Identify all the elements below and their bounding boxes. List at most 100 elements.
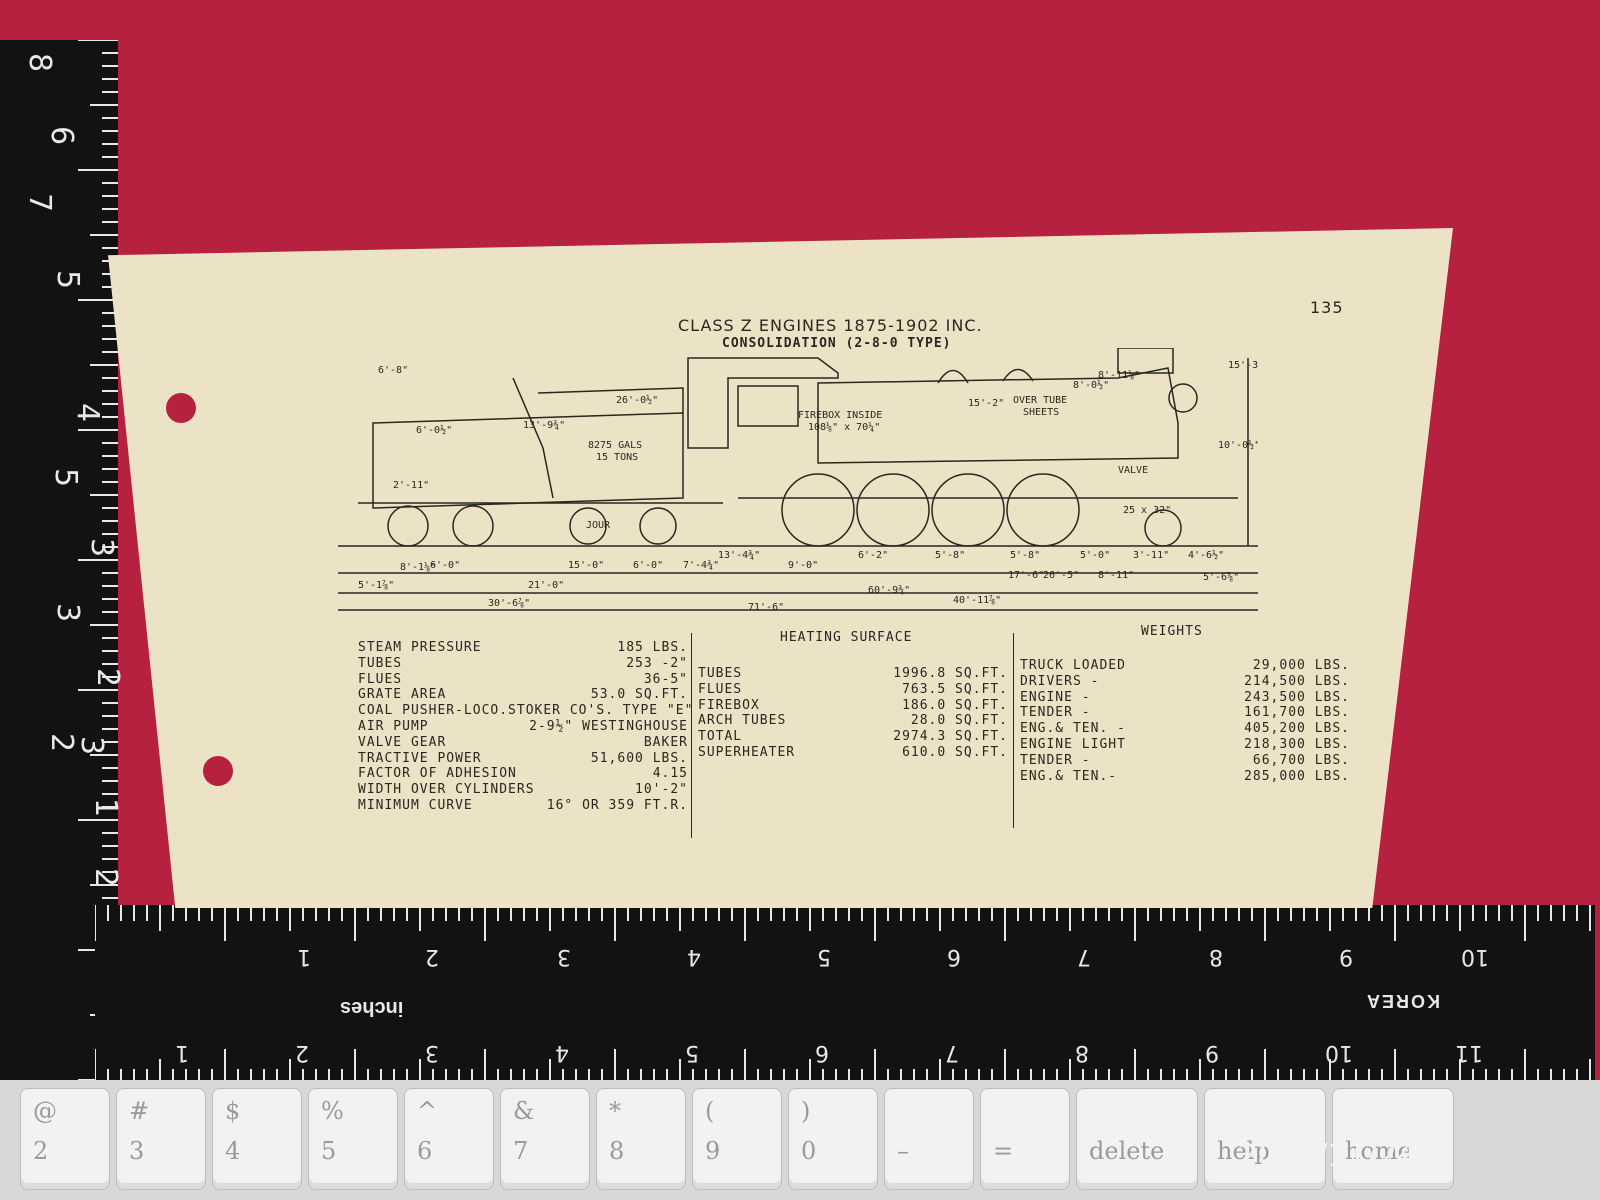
key-bottom-label: 8 [609,1137,625,1165]
tender-coal-label: 15 TONS [596,452,638,463]
dimension-label: 13'-9¾" [523,419,565,431]
keyboard-key[interactable]: ^6 [404,1088,494,1190]
journal-label: JOUR [586,520,611,531]
keyboard-key[interactable]: delete [1076,1088,1198,1190]
dimension-label: 8'-1⅛" [400,561,436,573]
ruler-number: 1 [175,1040,189,1065]
key-top-label: & [513,1097,535,1125]
ruler-number: 7 [945,1040,959,1065]
dimension-label: 40'-11⅞" [953,594,1001,606]
spec-value: 2-9½" WESTINGHOUSE [529,719,688,734]
over-tube-label: OVER TUBE [1013,395,1067,406]
heating-value: 28.0 SQ.FT. [910,713,1008,729]
ruler-bottom-scale: 1 2 3 4 5 6 7 8 9 10 11 [95,1036,1595,1076]
spec-row: WIDTH OVER CYLINDERS 10'-2" [358,782,688,798]
steam-dome [937,369,969,384]
key-bottom-label: = [993,1137,1014,1165]
spec-label: WIDTH OVER CYLINDERS [358,782,535,798]
ruler-number: 2 [90,667,126,688]
keyboard-key[interactable]: @2 [20,1088,110,1190]
smokestack [1117,348,1174,374]
ruler-number: 6 [947,944,961,969]
firebox-dims: 108⅛" x 70¼" [808,421,880,433]
key-bottom-label: help [1217,1137,1270,1165]
ruler-number: 10 [1325,1040,1353,1065]
spec-value: 253 -2" [626,655,688,671]
keyboard-key[interactable]: &7 [500,1088,590,1190]
weight-row: DRIVERS -214,500 LBS. [1020,674,1350,690]
dimension-label: 26'-5" [1043,570,1079,581]
weight-label: ENGINE - [1020,689,1091,705]
ruler-number: 3 [74,735,110,756]
dimension-label: 6'-0½" [416,424,452,436]
weight-value: 66,700 LBS. [1252,752,1350,768]
wheel [639,507,677,545]
spec-row: COAL PUSHER-LOCO.STOKER CO'S. TYPE "E" [358,703,692,719]
heating-surface-heading: HEATING SURFACE [780,630,913,645]
spec-label: MINIMUM CURVE [358,798,473,813]
ruler-number: 5 [50,269,86,290]
spec-value: 10'-2" [635,782,688,798]
spec-value: 185 LBS. [617,640,688,655]
dimension-label: 8'-11" [1098,570,1134,581]
keyboard-key[interactable]: home [1332,1088,1454,1190]
ruler-number: 4 [687,944,701,969]
weight-value: 405,200 LBS. [1244,721,1350,737]
key-top-label: ^ [417,1097,438,1125]
key-bottom-label: – [897,1137,909,1165]
ruler-number: 9 [1205,1040,1219,1065]
dimension-label: 6'-0" [430,560,460,571]
ruler-number: 9 [1339,944,1353,969]
keyboard-key[interactable]: (9 [692,1088,782,1190]
weight-label: TENDER - [1020,752,1091,768]
page-number: 135 [1310,298,1344,317]
firebox-label: FIREBOX INSIDE [798,410,882,421]
spec-label: FLUES [358,671,403,687]
keyboard-key[interactable]: %5 [308,1088,398,1190]
wheel [856,473,930,547]
card-title: CLASS Z ENGINES 1875-1902 INC. [678,316,983,335]
keyboard-key[interactable]: help [1204,1088,1326,1190]
ruler-number: 3 [557,944,571,969]
dimension-label: 5'-0" [1080,550,1110,561]
dimension-label: 5'-6⅝" [1203,571,1239,583]
keyboard-key[interactable]: $4 [212,1088,302,1190]
keyboard-key[interactable]: = [980,1088,1070,1190]
weight-row: TENDER -161,700 LBS. [1020,705,1350,721]
key-bottom-label: 2 [33,1137,49,1165]
ruler-number: 3 [84,537,120,558]
key-bottom-label: 9 [705,1137,721,1165]
dimension-label: 6'-2" [858,550,888,561]
sheets-label: SHEETS [1023,407,1059,418]
dimension-label: 5'-8" [1010,550,1040,561]
tube-length: 15'-2" [968,398,1004,409]
weight-value: 214,500 LBS. [1244,673,1350,689]
ruler-brand-label: KOREA [1365,991,1441,1011]
tender-capacity-label: 8275 GALS [588,440,642,451]
spec-value: 53.0 SQ.FT. [590,687,688,703]
tender-chute [512,377,554,499]
key-bottom-label: 5 [321,1137,337,1165]
dimension-label: 5'-1⅞" [358,579,394,591]
ruler-unit-label: inches [340,997,404,1019]
key-top-label: % [321,1097,344,1125]
dimension-label: 60'-9¾" [868,584,910,596]
keyboard-key[interactable]: #3 [116,1088,206,1190]
keyboard-key[interactable]: )0 [788,1088,878,1190]
spec-value: 36-5" [643,671,688,687]
dimension-label: 13'-4¾" [718,549,760,561]
keyboard-key[interactable]: *8 [596,1088,686,1190]
card-subtitle: CONSOLIDATION (2-8-0 TYPE) [722,336,952,351]
heating-label: FLUES [698,681,743,697]
punch-hole [166,393,196,423]
key-top-label: ) [801,1097,811,1125]
keyboard-key[interactable]: – [884,1088,974,1190]
